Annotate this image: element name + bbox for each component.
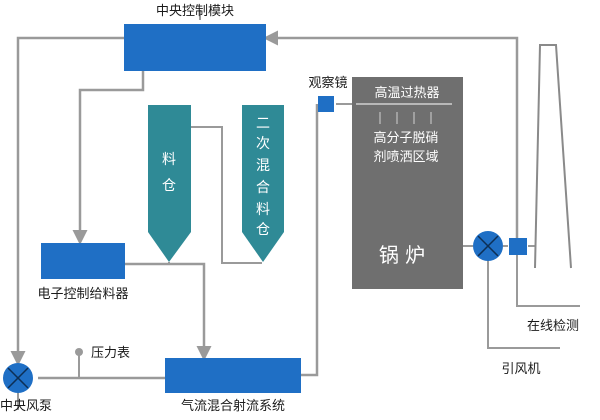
chimney <box>534 44 572 269</box>
airflow-jet-system-label: 气流混合射流系统 <box>181 398 285 414</box>
induced-draft-fan-label: 引风机 <box>501 362 540 377</box>
boiler <box>352 77 463 289</box>
airflow-jet-system <box>165 358 301 393</box>
jet-to-mirror-line <box>301 104 319 377</box>
control-to-fan-line <box>10 36 124 366</box>
feedback-to-control-line <box>263 30 519 246</box>
pressure-gauge-icon <box>75 348 83 356</box>
secondary-mix-bin <box>242 105 284 262</box>
central-control-label: 中央控制模块 <box>156 4 234 19</box>
induced-fan-cross-b <box>477 235 499 257</box>
online-detection-leader <box>516 254 580 307</box>
denitration-zone-line-2: 剂喷洒区域 <box>373 150 438 165</box>
secondary-bin-char-1: 二 <box>256 116 270 132</box>
electronic-feeder <box>41 243 125 279</box>
induced-fan-leader <box>487 260 560 349</box>
observation-mirror <box>318 96 334 112</box>
secondary-bin-char-4: 合 <box>256 180 270 196</box>
denitration-zone-line-1: 高分子脱硝 <box>373 130 438 146</box>
observation-mirror-label: 观察镜 <box>308 76 347 91</box>
online-detection-label: 在线检测 <box>527 319 579 334</box>
material-bin-char-1: 料 <box>162 152 176 168</box>
pressure-gauge-label: 压力表 <box>91 346 130 361</box>
central-fan-pump-label: 中央风泵 <box>0 399 52 414</box>
electronic-feeder-label: 电子控制给料器 <box>37 287 128 302</box>
feeder-to-jet-line <box>124 262 212 361</box>
secondary-bin-char-3: 混 <box>256 158 270 174</box>
secondary-bin-char-5: 料 <box>256 202 270 218</box>
secondary-bin-line <box>191 126 262 264</box>
secondary-bin-char-2: 次 <box>256 136 270 152</box>
material-bin <box>148 105 191 262</box>
fan-pump-cross-b <box>7 367 29 389</box>
online-detection-sensor <box>509 238 527 255</box>
central-control-module <box>124 24 266 71</box>
control-to-feeder-line <box>72 71 145 245</box>
boiler-label: 锅 炉 <box>379 243 425 267</box>
superheater-label: 高温过热器 <box>374 85 439 101</box>
secondary-bin-char-6: 仓 <box>256 222 270 238</box>
material-bin-char-2: 仓 <box>162 178 176 194</box>
